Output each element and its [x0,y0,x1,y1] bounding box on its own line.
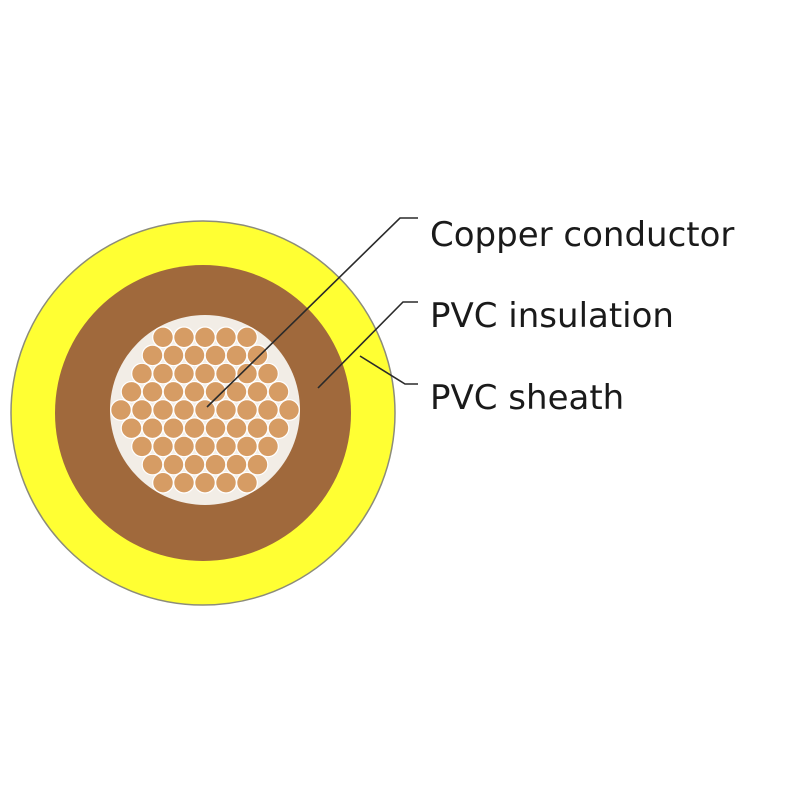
copper-strand [141,453,164,476]
copper-strand [236,362,258,385]
copper-strand [236,435,258,458]
copper-strand [257,362,279,385]
copper-strand [225,344,248,367]
copper-strand [152,471,174,494]
copper-strand [194,362,216,385]
copper-strand [204,344,227,367]
copper-strand [246,380,269,403]
pvc-sheath-label: PVC sheath [430,378,625,418]
copper-strand [183,344,206,367]
copper-strands [110,326,300,494]
copper-strand [236,326,258,349]
copper-strand [267,417,290,440]
copper-strand [194,435,216,458]
copper-strand [225,417,248,440]
copper-strand [162,344,185,367]
pvc-insulation-leader [317,301,418,389]
copper-strand [183,417,206,440]
copper-strand [246,417,269,440]
copper-strand [194,471,216,494]
copper-strand [152,362,174,385]
copper-strand [236,471,258,494]
copper-strand [246,344,269,367]
copper-conductor-leader [206,217,418,408]
copper-strand [120,417,143,440]
copper-strand [215,326,237,349]
copper-strand [278,399,300,421]
copper-strand [204,417,227,440]
copper-strand [152,435,174,458]
copper-strand [267,380,290,403]
copper-strand [131,435,153,458]
copper-strand [110,399,132,421]
copper-strand [215,435,237,458]
copper-strand [215,399,237,421]
copper-strand [152,399,174,421]
copper-strand [141,417,164,440]
copper-strand [141,380,164,403]
copper-strand [162,380,185,403]
copper-strand [173,399,195,421]
copper-strand [194,326,216,349]
copper-strand [131,399,153,421]
copper-strand [162,453,185,476]
copper-strand [257,435,279,458]
copper-strand [225,453,248,476]
copper-strand [236,399,258,421]
copper-strand [173,326,195,349]
copper-strand [215,471,237,494]
pvc-insulation-label: PVC insulation [430,296,674,336]
pvc-sheath-leader [359,355,418,385]
copper-strand [183,453,206,476]
copper-strand [173,362,195,385]
copper-strand [246,453,269,476]
copper-strand [131,362,153,385]
copper-strand [173,435,195,458]
copper-strand [152,326,174,349]
copper-strand [141,344,164,367]
copper-strand [173,471,195,494]
copper-strand [257,399,279,421]
copper-strand [204,453,227,476]
copper-strand [162,417,185,440]
copper-strand [120,380,143,403]
copper-conductor-label: Copper conductor [430,215,735,255]
copper-strand [183,380,206,403]
